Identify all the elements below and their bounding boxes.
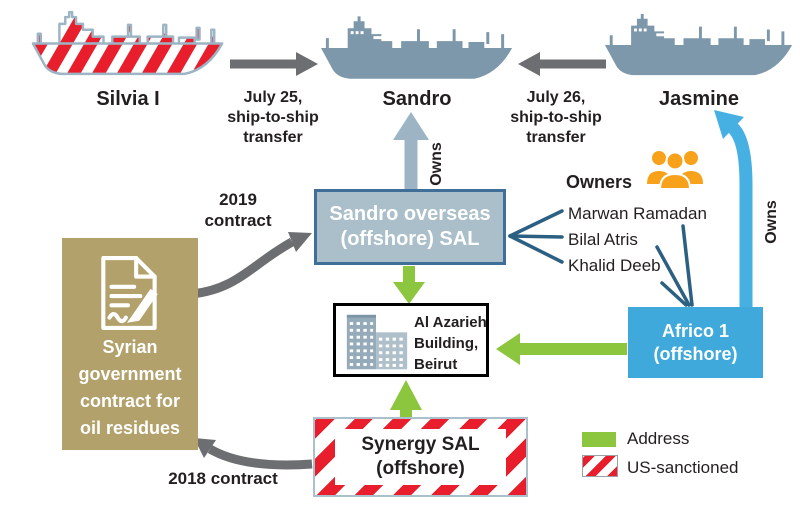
transfer-july25-line1: July 25,	[243, 89, 303, 106]
address-arrow-from-sandro-overseas-icon	[393, 266, 425, 304]
syrian-contract-line4: oil residues	[79, 418, 181, 438]
contract-2018-label: 2018 contract	[168, 469, 278, 488]
transfer-july25-line3: transfer	[243, 129, 303, 146]
syrian-contract-line3: contract for	[79, 391, 180, 411]
legend-sanctioned-swatch	[582, 455, 618, 477]
owns-label-sandro: Owns	[428, 142, 445, 186]
owner-name-marwan: Marwan Ramadan	[568, 204, 707, 223]
legend-address-swatch	[582, 432, 616, 447]
transfer-july26-label: July 26, ship-to-ship transfer	[487, 88, 625, 148]
contract-2019-line1: 2019	[219, 190, 257, 209]
legend-sanctioned-label: US-sanctioned	[627, 458, 739, 477]
office-building-icon	[346, 314, 408, 370]
jasmine-ship-icon	[604, 13, 793, 76]
contract-2019-label: 2019 contract	[190, 189, 286, 231]
jasmine-ship-label: Jasmine	[658, 88, 740, 110]
syrian-contract-line1: Syrian	[102, 337, 158, 357]
address-line3: Beirut	[414, 356, 458, 373]
address-text: Al Azarieh Building, Beirut	[414, 312, 488, 375]
synergy-company-box: Synergy SAL (offshore)	[313, 417, 528, 497]
transfer-arrow-july26-icon	[518, 52, 606, 76]
address-arrow-from-africo-icon	[496, 333, 627, 365]
owners-group-icon	[647, 151, 703, 190]
owns-label-jasmine: Owns	[763, 200, 780, 244]
owners-name-list: Marwan Ramadan Bilal Atris Khalid Deeb	[568, 201, 707, 279]
transfer-july26-line2: ship-to-ship	[510, 109, 602, 126]
silvia-ship-label: Silvia I	[96, 88, 160, 110]
sandro-overseas-line1: Sandro overseas	[329, 203, 491, 225]
transfer-july26-line1: July 26,	[526, 89, 586, 106]
africo-company-box: Africo 1 (offshore)	[628, 307, 763, 378]
syrian-contract-text: Syrian government contract for oil resid…	[62, 334, 198, 442]
sandro-overseas-company-box: Sandro overseas (offshore) SAL	[314, 189, 506, 265]
owner-name-khalid: Khalid Deeb	[568, 256, 661, 275]
owner-name-bilal: Bilal Atris	[568, 230, 638, 249]
sandro-overseas-line2: (offshore) SAL	[340, 228, 480, 250]
africo-line1: Africo 1	[661, 320, 730, 341]
transfer-july25-line2: ship-to-ship	[227, 109, 319, 126]
sandro-ship-icon	[320, 16, 513, 79]
syrian-contract-box: Syrian government contract for oil resid…	[62, 238, 198, 450]
address-line1: Al Azarieh	[414, 314, 487, 331]
contract-2018-arrow-icon	[194, 438, 313, 470]
owners-title: Owners	[566, 172, 633, 192]
contract-2019-arrow-icon	[191, 232, 312, 299]
contract-2019-line2: contract	[204, 211, 272, 230]
al-azarieh-address-box: Al Azarieh Building, Beirut	[333, 303, 489, 377]
synergy-inner-panel: Synergy SAL (offshore)	[335, 429, 506, 485]
transfer-arrow-july25-icon	[230, 52, 318, 76]
owns-arrow-sandro-icon	[393, 112, 429, 192]
transfer-july26-line3: transfer	[526, 129, 586, 146]
synergy-line1: Synergy SAL	[361, 434, 480, 455]
africo-line2: (offshore)	[653, 343, 738, 364]
legend-address-label: Address	[627, 429, 690, 448]
sandro-ship-label: Sandro	[382, 88, 452, 110]
synergy-line2: (offshore)	[376, 458, 465, 479]
address-line2: Building,	[414, 335, 479, 352]
silvia-ship-icon	[31, 10, 224, 76]
owner-connector-lines	[508, 209, 694, 307]
owns-arrow-jasmine-icon	[714, 110, 753, 309]
transfer-july25-label: July 25, ship-to-ship transfer	[204, 88, 342, 148]
contract-document-icon	[101, 256, 158, 330]
syrian-contract-line2: government	[78, 364, 182, 384]
